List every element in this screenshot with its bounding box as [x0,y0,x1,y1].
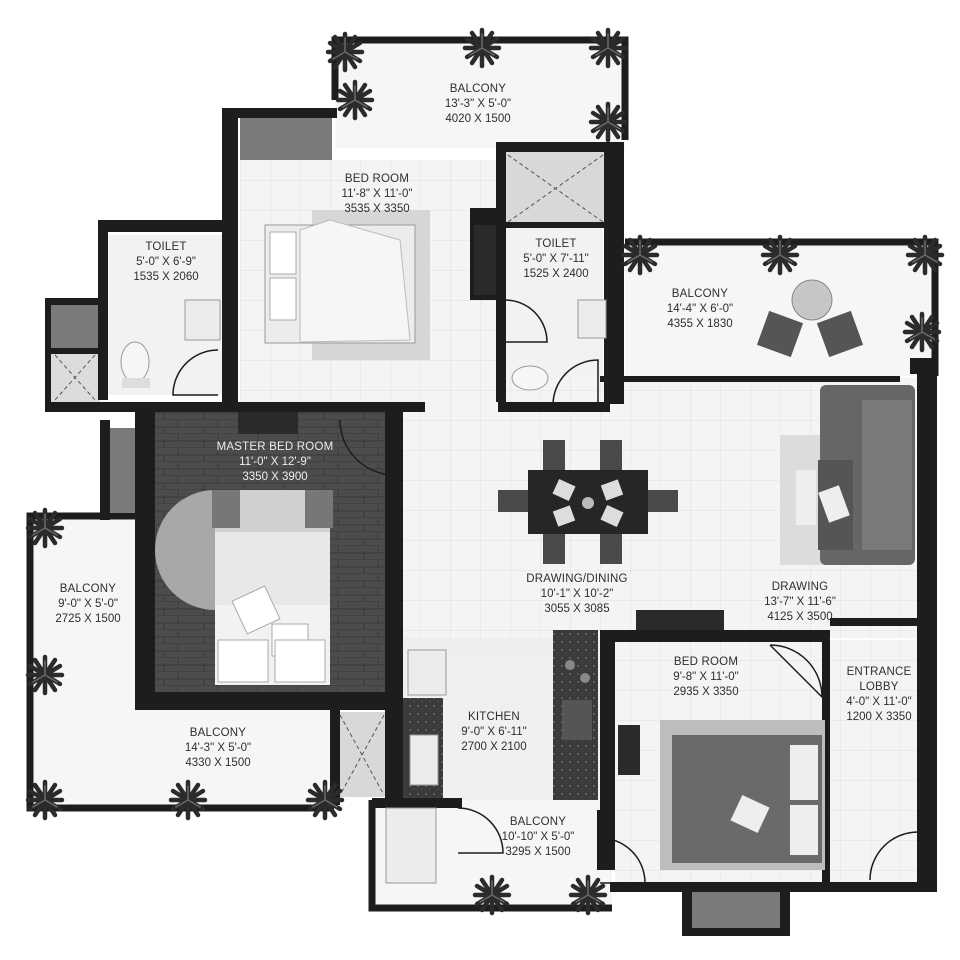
drawing-label: DRAWING 13'-7" X 11'-6" 4125 X 3500 [764,581,836,623]
balcony-left-label: BALCONY 9'-0" X 5'-0" 2725 X 1500 [55,583,121,625]
toilet-left-label: TOILET 5'-0" X 6'-9" 1535 X 2060 [133,241,199,283]
toilet-center-label: TOILET 5'-0" X 7'-11" 1525 X 2400 [523,238,589,280]
balcony-bottom-left-label: BALCONY 14'-3" X 5'-0" 4330 X 1500 [184,727,252,769]
walls [45,108,938,936]
bed-room-top-label: BED ROOM 11'-8" X 11'-0" 3535 X 3350 [341,173,413,215]
balcony-top-label: BALCONY 13'-3" X 5'-0" 4020 X 1500 [444,83,512,125]
master-bed-room-label: MASTER BED ROOM 11'-0" X 12'-9" 3350 X 3… [216,441,334,483]
balcony-right-label: BALCONY 14'-4" X 6'-0" 4355 X 1830 [666,288,734,330]
entrance-lobby-label: ENTRANCE LOBBY 4'-0" X 11'-0" 1200 X 335… [846,666,912,723]
kitchen-label: KITCHEN 9'-0" X 6'-11" 2700 X 2100 [461,711,527,753]
bed-room-bottom-label: BED ROOM 9'-8" X 11'-0" 2935 X 3350 [673,656,739,698]
balconies [26,36,939,912]
balcony-bottom-label: BALCONY 10'-10" X 5'-0" 3295 X 1500 [501,816,575,858]
shafts [54,154,604,796]
furniture [120,210,915,884]
drawing-dining-label: DRAWING/DINING 10'-1" X 10'-2" 3055 X 30… [526,573,628,615]
doors [172,299,919,884]
